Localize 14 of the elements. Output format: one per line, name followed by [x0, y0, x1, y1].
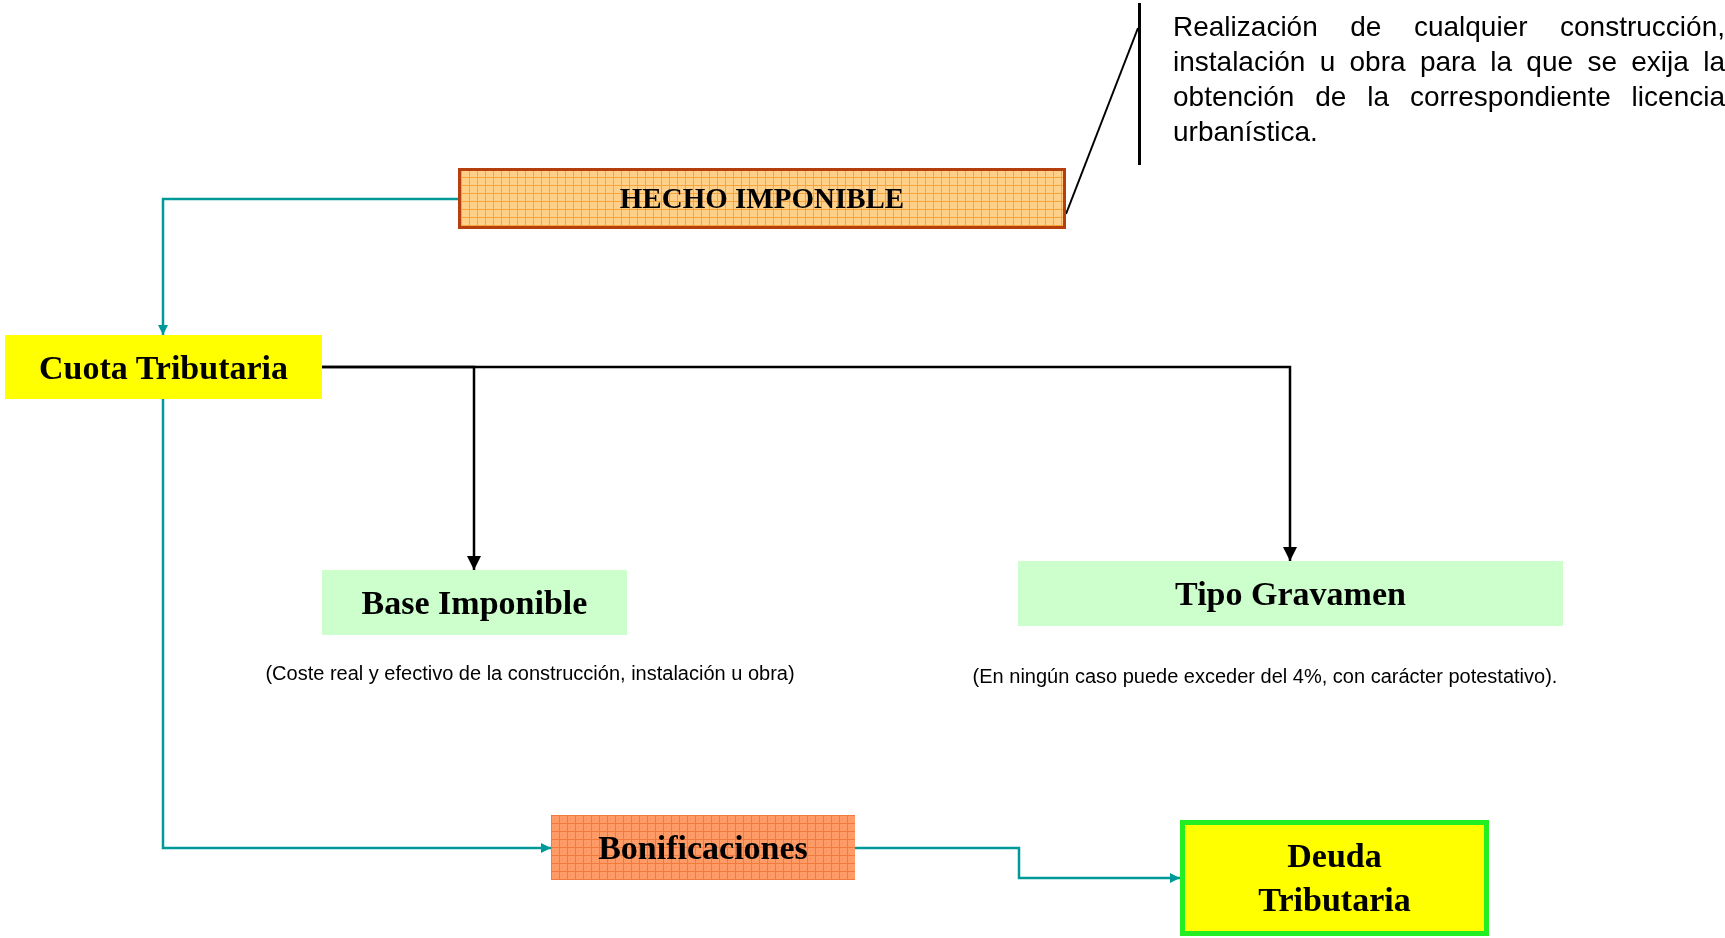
- process-box: Tipo Gravamen: [1018, 561, 1563, 626]
- leader-line: [1065, 27, 1139, 215]
- result-box: Deuda Tributaria: [1180, 820, 1489, 936]
- note-text: (Coste real y efectivo de la construcción, instalación u obra): [264, 661, 796, 686]
- process-box: HECHO IMPONIBLE: [458, 168, 1066, 229]
- arrow: [855, 846, 1180, 883]
- process-box: Base Imponible: [322, 570, 627, 635]
- process-box: Bonificaciones: [551, 815, 855, 880]
- arrow: [158, 197, 458, 335]
- arrow: [161, 399, 551, 853]
- annotation-text: Realización de cualquier construcción, instalación u obra para la que se exija la obtención de la correspondiente licencia urbanística.: [1138, 3, 1725, 165]
- arrow: [322, 365, 1297, 561]
- note-text: (En ningún caso puede exceder del 4%, con carácter potestativo).: [971, 664, 1559, 689]
- process-box: Cuota Tributaria: [5, 335, 322, 399]
